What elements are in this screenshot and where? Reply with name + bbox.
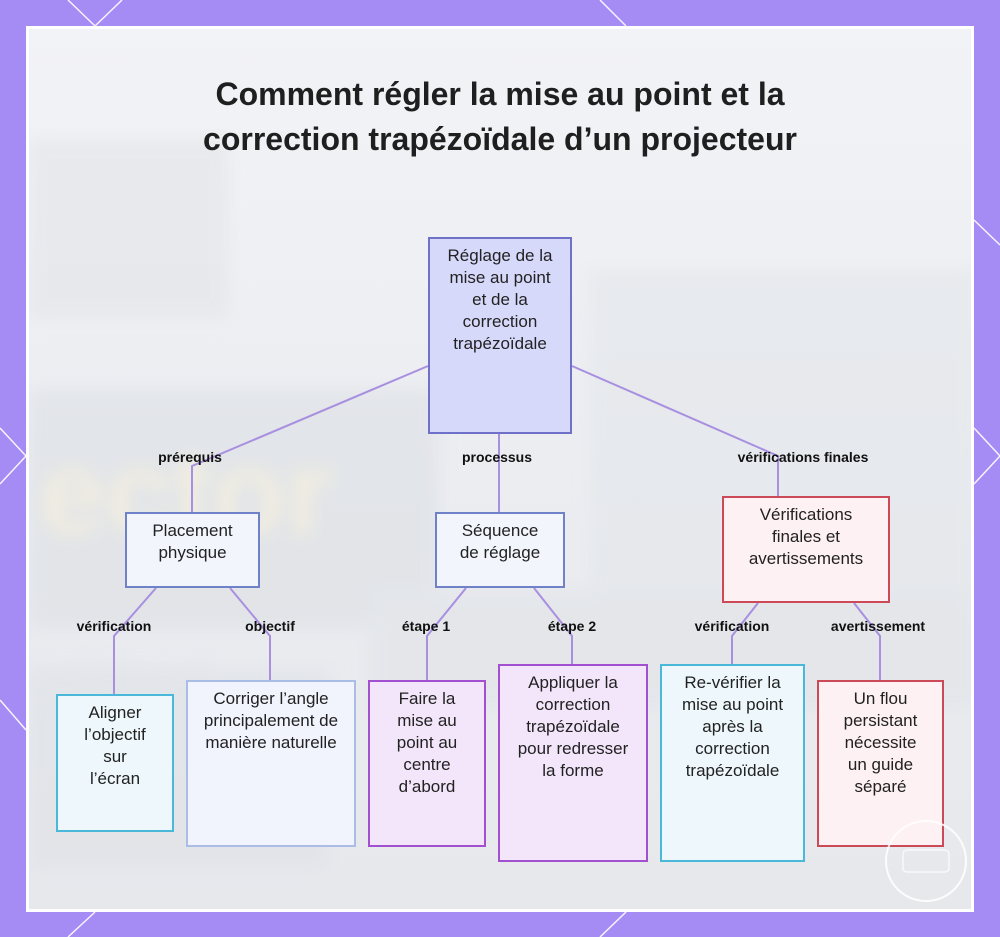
- edge-label-etape-2: étape 2: [547, 618, 597, 634]
- edge-label-prerequis: prérequis: [158, 449, 222, 465]
- edge-label-objectif: objectif: [245, 618, 295, 634]
- placement-node-label: Placement physique: [152, 521, 233, 562]
- recheck-node: Re-vérifier la mise au point après la co…: [660, 664, 805, 862]
- focus-node: Faire la mise au point au centre d’abord: [368, 680, 486, 847]
- checks-node: Vérifications finales et avertissements: [722, 496, 890, 603]
- align-node-label: Aligner l’objectif sur l’écran: [84, 703, 146, 788]
- diagram-title: Comment régler la mise au point et la co…: [203, 76, 797, 157]
- sequence-node: Séquence de réglage: [435, 512, 565, 588]
- edge-label-etape-1: étape 1: [401, 618, 451, 634]
- edge-label-processus: processus: [461, 449, 533, 465]
- align-node: Aligner l’objectif sur l’écran: [56, 694, 174, 832]
- blur-node-label: Un flou persistant nécessite un guide sé…: [843, 689, 918, 796]
- watermark-text-secondary: xplained: [29, 650, 208, 699]
- edge-label-verification-1: vérification: [76, 618, 152, 634]
- focus-node-label: Faire la mise au point au centre d’abord: [396, 689, 458, 796]
- blur-node: Un flou persistant nécessite un guide sé…: [817, 680, 944, 847]
- logo-badge-icon: [885, 820, 967, 902]
- keystone-node-label: Appliquer la correction trapézoïdale pou…: [517, 673, 629, 780]
- angle-node: Corriger l’angle principalement de maniè…: [186, 680, 356, 847]
- root-node-label: Réglage de la mise au point et de la cor…: [447, 246, 553, 353]
- checks-node-label: Vérifications finales et avertissements: [748, 505, 864, 568]
- placement-node: Placement physique: [125, 512, 260, 588]
- sequence-node-label: Séquence de réglage: [459, 521, 541, 562]
- edge-label-verification-2: vérification: [694, 618, 770, 634]
- recheck-node-label: Re-vérifier la mise au point après la co…: [681, 673, 784, 780]
- keystone-node: Appliquer la correction trapézoïdale pou…: [498, 664, 648, 862]
- edge-label-avertissement: avertissement: [830, 618, 926, 634]
- angle-node-label: Corriger l’angle principalement de maniè…: [203, 689, 339, 752]
- root-node: Réglage de la mise au point et de la cor…: [428, 237, 572, 434]
- edge-label-verifications-finales: vérifications finales: [737, 449, 869, 465]
